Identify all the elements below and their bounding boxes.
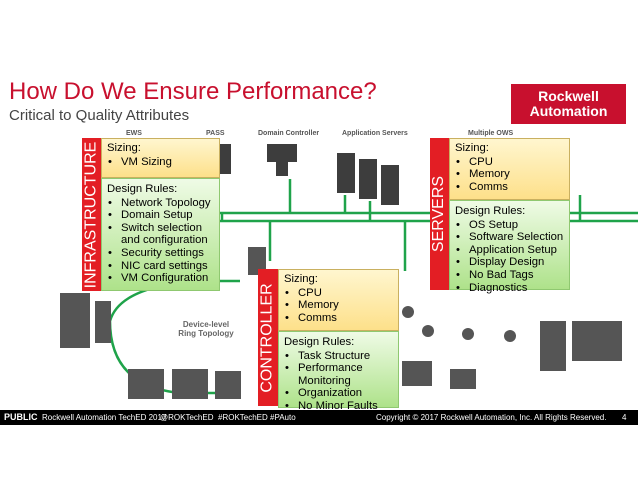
- hashtags: #ROKTechED #PAuto: [218, 413, 296, 422]
- list-item: Memory: [284, 299, 393, 312]
- infrastructure-label: INFRASTRUCTURE: [82, 138, 101, 291]
- design-title: Design Rules:: [455, 205, 526, 217]
- instrument-1-icon: [402, 361, 432, 386]
- valve-4-icon: [504, 330, 516, 342]
- list-item: VM Sizing: [107, 156, 214, 169]
- controller-design-box: Design Rules: Task Structure Performance…: [278, 331, 399, 412]
- design-title: Design Rules:: [284, 336, 355, 348]
- list-item: Memory: [455, 168, 564, 181]
- list-item: CPU: [455, 156, 564, 169]
- twitter-handle: @ROKTechED: [160, 413, 214, 422]
- slide: How Do We Ensure Performance? Critical t…: [0, 71, 638, 425]
- page-subtitle: Critical to Quality Attributes: [9, 107, 190, 124]
- list-item: Organization: [284, 387, 393, 400]
- page-number: 4: [622, 413, 627, 422]
- infrastructure-sizing-box: Sizing: VM Sizing: [101, 138, 220, 178]
- list-item: Domain Setup: [107, 209, 214, 222]
- controller-sizing-box: Sizing: CPU Memory Comms: [278, 269, 399, 331]
- list-item: CPU: [284, 287, 393, 300]
- domain-controller-label: Domain Controller: [258, 130, 320, 137]
- valve-2-icon: [422, 325, 434, 337]
- application-servers-label: Application Servers: [342, 130, 408, 137]
- sizing-title: Sizing:: [455, 142, 489, 154]
- workstation-icons: [118, 144, 399, 205]
- company-logo: Rockwell Automation: [511, 84, 626, 124]
- footer-bar: PUBLIC Rockwell Automation TechED 2017 @…: [0, 410, 638, 425]
- io-module-3-icon: [215, 371, 241, 399]
- list-item: Security settings: [107, 247, 214, 260]
- ring-topology-label: Device-level Ring Topology: [178, 320, 234, 338]
- controller-label: CONTROLLER: [258, 269, 278, 406]
- sizing-title: Sizing:: [107, 142, 141, 154]
- design-title: Design Rules:: [107, 183, 178, 195]
- domain-tower-icon: [276, 162, 288, 176]
- header: How Do We Ensure Performance? Critical t…: [0, 71, 638, 131]
- logo-line-2: Automation: [529, 103, 608, 119]
- list-item: No Bad Tags: [455, 269, 564, 282]
- controller-chassis-icon: [248, 247, 266, 275]
- event-name: Rockwell Automation TechED 2017: [42, 413, 167, 422]
- servers-label: SERVERS: [430, 138, 449, 290]
- servers-sizing-box: Sizing: CPU Memory Comms: [449, 138, 570, 200]
- drive-small-icon: [95, 301, 111, 343]
- app-server-3-icon: [381, 165, 399, 205]
- list-item: Comms: [284, 312, 393, 325]
- io-module-2-icon: [172, 369, 208, 399]
- list-item: OS Setup: [455, 219, 564, 232]
- list-item: Diagnostics: [455, 282, 564, 295]
- list-item: No Minor Faults: [284, 400, 393, 413]
- instrument-2-icon: [450, 369, 476, 389]
- list-item: Display Design: [455, 256, 564, 269]
- list-item: Network Topology: [107, 197, 214, 210]
- list-item: Application Setup: [455, 244, 564, 257]
- io-module-1-icon: [128, 369, 164, 399]
- multiple-ows-label: Multiple OWS: [468, 130, 514, 137]
- transmitter-icon: [540, 321, 566, 371]
- list-item: Performance Monitoring: [284, 362, 393, 387]
- list-item: VM Configuration: [107, 272, 214, 285]
- logo-line-1: Rockwell: [538, 88, 599, 104]
- list-item: Switch selection and configuration: [107, 222, 214, 247]
- list-item: Comms: [455, 181, 564, 194]
- servers-design-box: Design Rules: OS Setup Software Selectio…: [449, 200, 570, 294]
- valve-3-icon: [462, 328, 474, 340]
- mcc-icon: [572, 321, 622, 361]
- list-item: Software Selection: [455, 231, 564, 244]
- field-devices: [60, 247, 622, 399]
- public-label: PUBLIC: [4, 412, 38, 422]
- app-server-2-icon: [359, 159, 377, 199]
- valve-1-icon: [402, 306, 414, 318]
- app-server-1-icon: [337, 153, 355, 193]
- network-lines: [220, 179, 638, 271]
- ews-label: EWS: [126, 130, 142, 137]
- sizing-title: Sizing:: [284, 273, 318, 285]
- list-item: NIC card settings: [107, 260, 214, 273]
- page-title: How Do We Ensure Performance?: [9, 78, 377, 105]
- infrastructure-design-box: Design Rules: Network Topology Domain Se…: [101, 178, 220, 291]
- pass-label: PASS: [206, 130, 225, 137]
- domain-monitor-icon: [267, 144, 297, 162]
- drive-icon: [60, 293, 90, 348]
- list-item: Task Structure: [284, 350, 393, 363]
- copyright: Copyright © 2017 Rockwell Automation, In…: [376, 413, 607, 422]
